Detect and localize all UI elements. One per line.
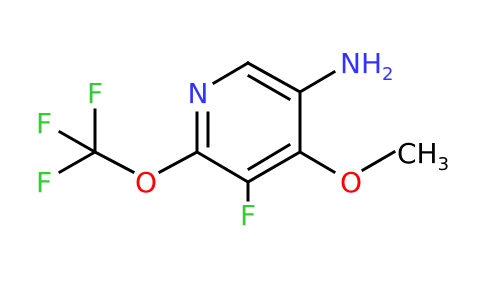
amine-main: NH [340,47,382,80]
methyl-label: CH3 [397,137,449,175]
bond-c6-c5 [245,60,303,95]
bond-c4-c3 [245,149,303,185]
ring-fluorine-label: F [240,199,256,232]
bond-c6-c5-inner [246,73,292,102]
bond-c3-c2 [194,149,251,185]
bond-c-f2 [57,129,98,155]
methyl-main: CH [397,137,438,170]
cf3-fluorine-top-label: F [87,77,103,110]
methoxy-oxygen-label: O [340,166,362,199]
cf3-fluorine-left-label: F [36,107,52,140]
ring-nitrogen-label: N [188,77,209,110]
bond-c6-n [211,60,251,86]
bond-o-cf3 [92,149,136,175]
bond-c-f3 [57,149,98,175]
bond-c5-nh2 [297,69,337,95]
ether-oxygen-label: O [135,166,157,199]
amine-subscript: 2 [382,64,393,85]
bond-c4-o [297,149,337,175]
cf3-fluorine-bottom-label: F [36,166,52,199]
methyl-subscript: 3 [438,154,449,175]
bond-c2-o [157,149,200,175]
amine-label: NH2 [340,47,393,85]
bond-c4-c3-inner [246,142,292,172]
bond-o-ch3 [360,149,397,173]
